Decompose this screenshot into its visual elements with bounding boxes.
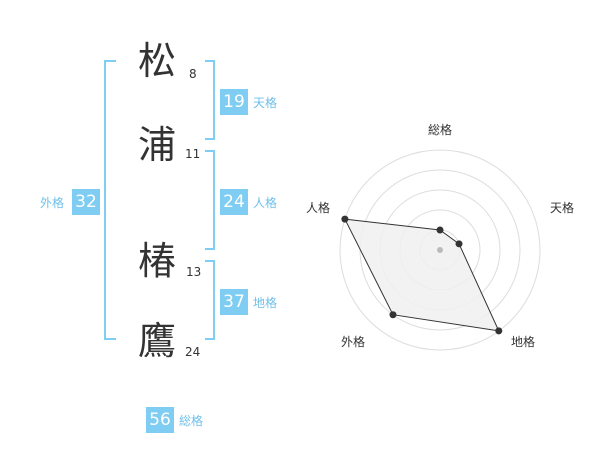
chikaku-value: 37 (220, 289, 248, 315)
name-char-1: 松 (137, 39, 176, 83)
name-char-4: 鷹 (137, 319, 176, 363)
radar-label-soukaku: 総格 (428, 123, 453, 137)
soukaku-value: 56 (146, 407, 174, 433)
jinkaku-label: 人格 (253, 196, 278, 210)
jinkaku-value: 24 (220, 189, 248, 215)
radar-point-地格 (495, 327, 503, 335)
stroke-count-1: 8 (189, 67, 197, 81)
radar-label-jinkaku: 人格 (306, 201, 331, 215)
radar-center-point (437, 247, 443, 253)
stroke-count-3: 13 (186, 265, 202, 279)
stroke-count-4: 24 (185, 345, 201, 359)
name-char-3: 椿 (137, 239, 176, 283)
soukaku-label: 総格 (179, 414, 204, 428)
gaikaku-value: 32 (72, 189, 100, 215)
stroke-count-2: 11 (185, 147, 201, 161)
radar-point-外格 (389, 311, 397, 319)
name-char-2: 浦 (137, 123, 176, 167)
radar-point-総格 (436, 226, 444, 234)
jinkaku-bracket (205, 150, 215, 250)
radar-point-人格 (341, 215, 349, 223)
radar-label-gaikaku: 外格 (341, 335, 366, 349)
radar-polygon (344, 218, 500, 332)
gaikaku-label: 外格 (40, 196, 65, 210)
radar-label-chikaku: 地格 (511, 335, 536, 349)
tenkaku-value: 19 (220, 89, 248, 115)
chikaku-bracket (205, 260, 215, 340)
radar-ring-5 (339, 149, 541, 351)
tenkaku-bracket (205, 60, 215, 140)
gaikaku-bracket (104, 60, 116, 340)
chikaku-label: 地格 (253, 296, 278, 310)
radar-point-天格 (455, 240, 463, 248)
radar-label-tenkaku: 天格 (550, 201, 575, 215)
tenkaku-label: 天格 (253, 96, 278, 110)
